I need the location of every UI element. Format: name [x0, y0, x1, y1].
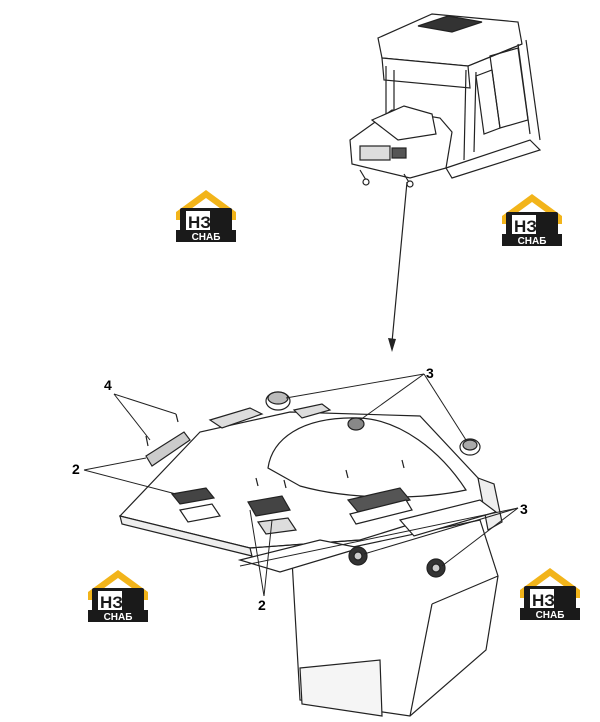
- svg-text:СНАБ: СНАБ: [518, 236, 547, 247]
- callout-2-bottom: 2: [258, 597, 266, 613]
- grab-handle: [145, 431, 191, 467]
- vent-right-grille: [346, 487, 413, 525]
- air-outlet-mid: [347, 417, 365, 431]
- svg-text:СНАБ: СНАБ: [192, 232, 221, 243]
- svg-text:НЗ: НЗ: [100, 593, 123, 612]
- callout-4: 4: [104, 377, 112, 393]
- svg-text:СНАБ: СНАБ: [536, 610, 565, 621]
- svg-text:НЗ: НЗ: [514, 217, 537, 236]
- svg-text:НЗ: НЗ: [188, 213, 211, 232]
- vent-left: [170, 487, 222, 523]
- callout-2-left: 2: [72, 461, 80, 477]
- watermark-logo-1: НЗ СНАБ: [176, 190, 236, 243]
- svg-text:СНАБ: СНАБ: [104, 612, 133, 623]
- watermark-logo-2: НЗ СНАБ: [502, 194, 562, 247]
- callout-3-top: 3: [426, 365, 434, 381]
- dashboard-panel: [118, 403, 503, 717]
- cab-overview: [349, 13, 542, 188]
- vent-center: [247, 495, 298, 535]
- callout-3-right: 3: [520, 501, 528, 517]
- watermark-logo-3: НЗ СНАБ: [88, 570, 148, 623]
- air-outlets: [265, 391, 481, 578]
- svg-text:НЗ: НЗ: [532, 591, 555, 610]
- leader-arrow: [388, 181, 408, 352]
- leader-lines: [83, 373, 519, 597]
- watermark-logo-4: НЗ СНАБ: [520, 568, 580, 621]
